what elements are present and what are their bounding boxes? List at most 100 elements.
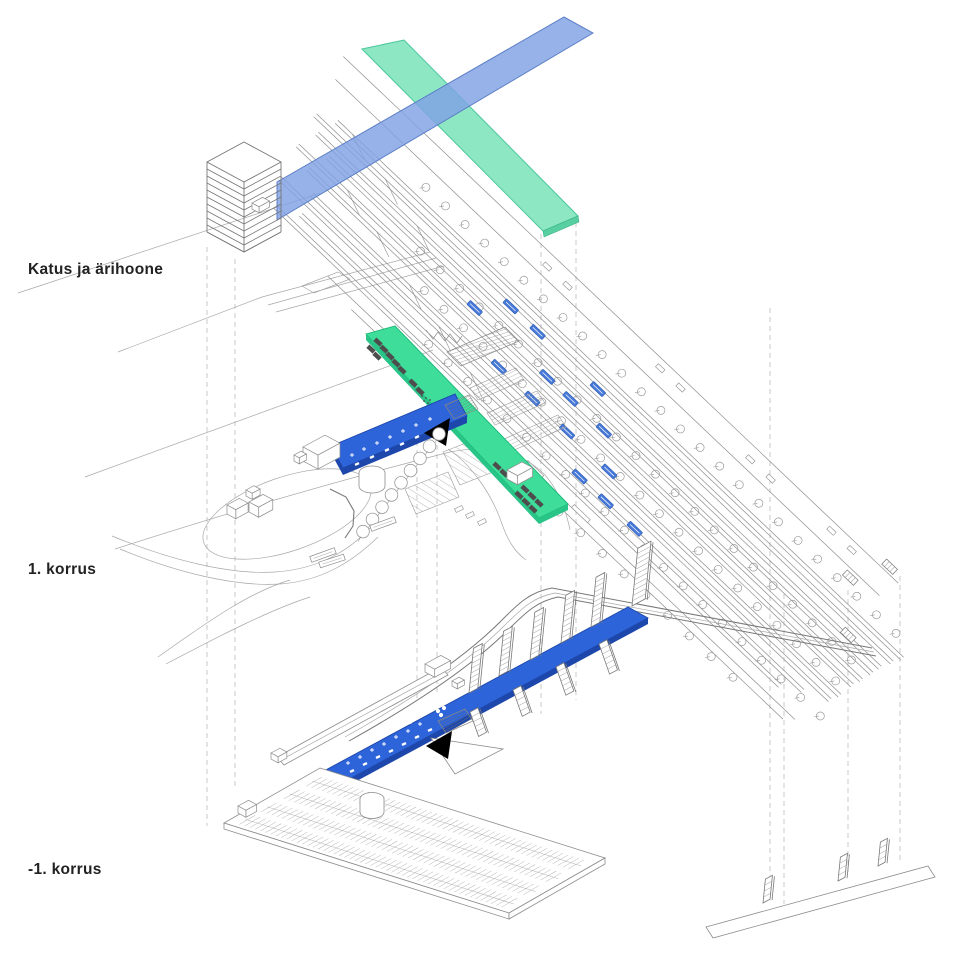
- stair-tread: [534, 612, 544, 618]
- tree-icon: [617, 368, 627, 378]
- tree-icon: [356, 524, 370, 539]
- bike-racks: [503, 414, 567, 452]
- parking-stall-tick: [452, 823, 469, 833]
- tree-trunk: [772, 521, 778, 524]
- stair-tread: [879, 850, 887, 855]
- parking-stall-tick: [404, 828, 421, 838]
- tree-trunk: [480, 399, 487, 402]
- kiosk-stall: [528, 504, 538, 514]
- tree-trunk: [755, 659, 761, 662]
- furniture-glyph: [384, 447, 390, 453]
- rail-line: [281, 176, 832, 699]
- parking-stall-tick: [496, 877, 513, 887]
- stair-tread: [633, 577, 648, 586]
- parking-stall-tick: [386, 842, 403, 852]
- tree-trunk: [869, 614, 876, 616]
- parking-stall-tick: [487, 854, 504, 864]
- parking-stall-tick: [443, 879, 460, 889]
- kiosk-dot: [427, 402, 429, 404]
- rail-line: [299, 215, 802, 693]
- parking-stall-tick: [529, 867, 546, 877]
- parking-stall-tick: [395, 805, 412, 815]
- parking-stall-tick: [338, 846, 355, 856]
- rail-line: [334, 122, 902, 661]
- parking-stall-tick: [365, 855, 382, 865]
- tree-icon: [631, 451, 641, 460]
- parking-stall-tick: [244, 816, 261, 827]
- parking-stall-tick: [499, 838, 517, 848]
- stair-tread: [600, 644, 609, 650]
- parking-stall-tick: [491, 875, 508, 885]
- rail-line: [309, 167, 854, 685]
- tree-trunk: [735, 641, 741, 643]
- parking-slab-edge: [508, 857, 606, 920]
- tree-icon: [694, 546, 703, 556]
- parking-stall-tick: [291, 831, 308, 841]
- bus-shelter-chip: [309, 547, 337, 563]
- level-roof: [17, 16, 904, 721]
- stair-tread: [475, 722, 484, 727]
- kiosk-stall: [379, 344, 389, 354]
- parking-stall-tick: [433, 876, 450, 886]
- car-chip: [826, 525, 837, 536]
- parking-stall-tick: [531, 848, 548, 858]
- tree-icon: [813, 554, 822, 564]
- furniture-glyph: [370, 748, 374, 752]
- tree-icon: [847, 655, 856, 665]
- stair-tread: [471, 658, 481, 664]
- tree-icon: [459, 323, 468, 333]
- tree-trunk: [539, 455, 545, 457]
- stair-tread: [591, 617, 601, 623]
- parking-stall-tick: [328, 843, 345, 853]
- stair-wall: [479, 708, 489, 734]
- railway-corridor: [273, 56, 904, 721]
- level-guide-lines: [206, 222, 901, 904]
- staircase: [469, 707, 487, 738]
- parking-stall-tick: [460, 865, 477, 875]
- tree-trunk: [750, 606, 756, 608]
- rail-line: [273, 208, 779, 688]
- tower-slab-line: [206, 189, 282, 211]
- tree-icon: [597, 350, 607, 359]
- parking-row-line: [289, 793, 559, 879]
- tree-trunk: [595, 354, 601, 356]
- stair-tread: [500, 656, 510, 662]
- escalator-bank: [444, 394, 479, 420]
- tree-icon: [774, 517, 783, 527]
- parking-stall-tick: [493, 856, 510, 866]
- tree-icon: [413, 451, 427, 466]
- tree-trunk: [707, 529, 713, 532]
- tree-trunk: [774, 678, 780, 681]
- tree-trunk: [617, 573, 623, 576]
- parking-stall-tick: [479, 831, 496, 841]
- tree-icon: [872, 610, 881, 620]
- tree-trunk: [766, 585, 772, 587]
- parking-stall-tick: [335, 806, 352, 816]
- tree-icon: [620, 525, 629, 535]
- stair-tread: [470, 673, 480, 679]
- train-roof-line: [469, 303, 480, 313]
- tree-icon: [772, 620, 782, 630]
- parking-stall-tick: [359, 853, 376, 863]
- tree-icon: [695, 443, 705, 452]
- stair-tread: [561, 627, 571, 633]
- train-roof-line: [592, 384, 603, 394]
- tree-trunk: [512, 343, 518, 346]
- parking-hatch: [404, 471, 460, 515]
- parking-stall-tick: [503, 859, 520, 869]
- tree-trunk: [433, 269, 439, 271]
- parking-stall-tick: [281, 809, 298, 819]
- tree-trunk: [497, 261, 503, 263]
- furniture-glyph: [349, 768, 355, 774]
- tree-icon: [441, 201, 450, 211]
- train-roof-line: [493, 362, 504, 372]
- stair-tread: [476, 727, 485, 732]
- parking-stall-tick: [370, 856, 387, 866]
- tree-icon: [576, 528, 586, 538]
- parking-stall-tick: [454, 883, 471, 893]
- parking-stall-tick: [451, 842, 468, 852]
- tree-icon: [615, 472, 625, 481]
- train-roof-line: [505, 301, 516, 312]
- kiosk-stall: [408, 378, 418, 388]
- parking-stall-tick: [484, 833, 501, 843]
